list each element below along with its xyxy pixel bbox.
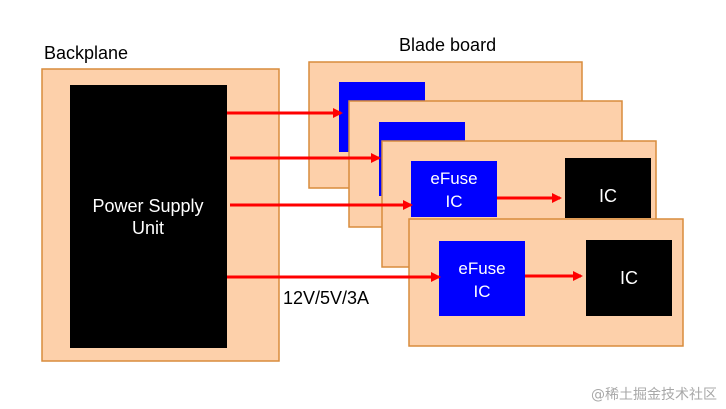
psu-label-line2: Unit: [132, 218, 164, 238]
watermark-text: @稀土掘金技术社区: [591, 387, 717, 403]
voltage-label: 12V/5V/3A: [283, 288, 369, 308]
blade-board-4-ic: [586, 240, 672, 316]
blade-board-3-efuse-label-line1: eFuse: [430, 169, 477, 188]
blade-board-3-ic-label: IC: [599, 186, 617, 206]
blade-board-4-ic-label: IC: [620, 268, 638, 288]
blade-board-4-efuse: [439, 241, 525, 316]
psu-label-line1: Power Supply: [92, 196, 203, 216]
power-supply-unit: [70, 85, 227, 348]
blade-board-label: Blade board: [399, 35, 496, 55]
blade-board-4-efuse-label-line2: IC: [474, 282, 491, 301]
backplane-label: Backplane: [44, 43, 128, 63]
blade-board-3-ic: [565, 158, 651, 218]
blade-board-4-efuse-label-line1: eFuse: [458, 259, 505, 278]
blade-board-3-efuse: [411, 161, 497, 217]
blade-board-3-efuse-label-line2: IC: [446, 192, 463, 211]
